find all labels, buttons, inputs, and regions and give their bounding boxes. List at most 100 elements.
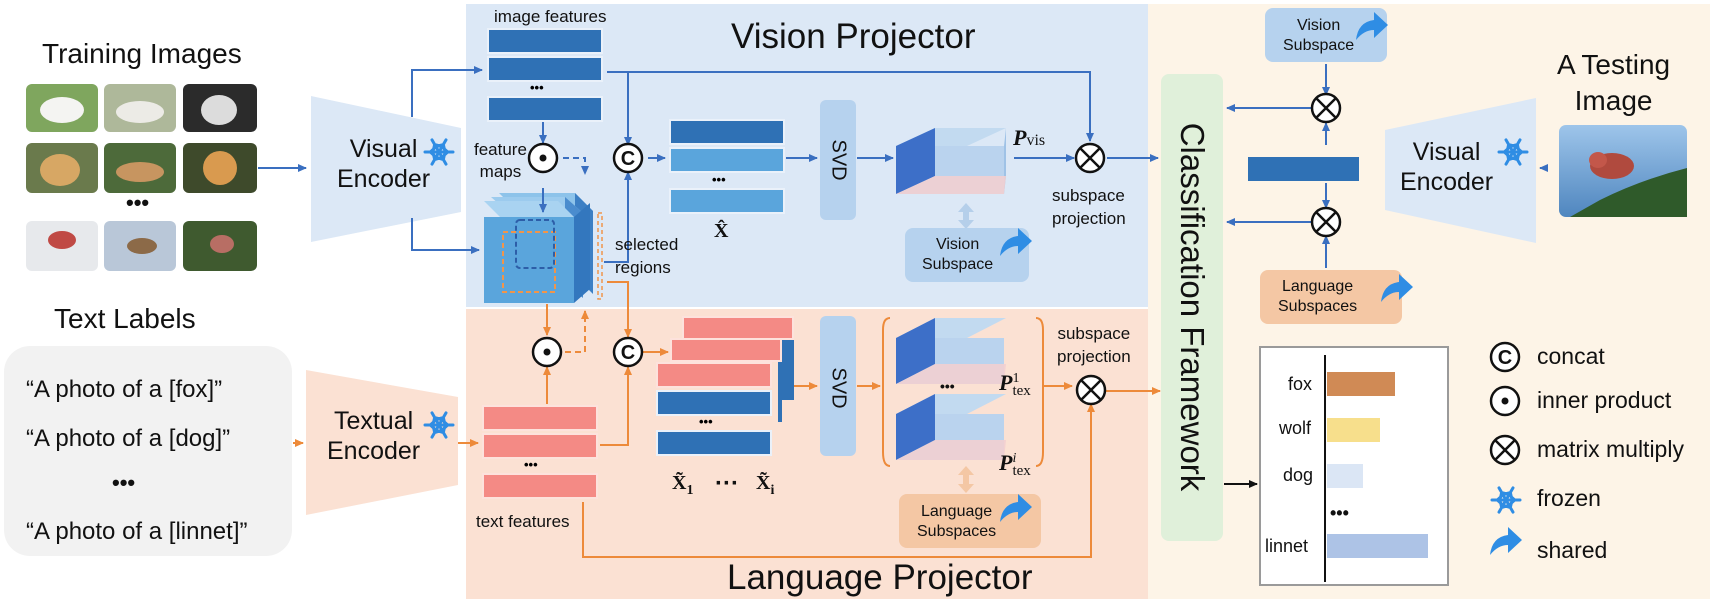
vision-subspace-projection-label: subspace projection <box>1052 186 1126 228</box>
classification-framework-bar <box>1161 74 1223 541</box>
language-subspace-link <box>958 466 974 493</box>
result-bar-linnet <box>1327 534 1428 558</box>
p-tex-1-symbol: P <box>999 370 1013 395</box>
x-hat-bar-3 <box>669 188 785 214</box>
svg-text:C: C <box>1498 347 1512 369</box>
feature-map-stack <box>484 193 603 303</box>
p-vis-subscript: vis <box>1026 132 1046 149</box>
language-bracket-left <box>882 317 891 467</box>
legend-inner-product-label: inner product <box>1537 387 1672 413</box>
language-subspace-projection-label: subspace projection <box>1057 324 1131 366</box>
image-features-label: image features <box>494 7 607 26</box>
vision-projector-title: Vision Projector <box>731 17 976 56</box>
text-feature-bar-2 <box>482 433 598 459</box>
image-feature-ellipsis: ••• <box>530 80 544 95</box>
shared-arrow-icon-language <box>1000 494 1032 522</box>
x-tilde-i-label: X̃i <box>756 472 774 499</box>
test-vision-subspace-label: Vision Subspace <box>1283 17 1355 54</box>
text-labels-panel <box>4 346 292 556</box>
text-feature-bar-1 <box>482 405 598 431</box>
x-hat-bar-1 <box>669 119 785 145</box>
x-tilde-1-subscript: 1 <box>686 483 694 498</box>
training-images-ellipsis: ••• <box>126 190 150 215</box>
svd-language-block <box>820 316 856 456</box>
legend-concat-label: concat <box>1537 343 1605 369</box>
result-label-ellipsis: ••• <box>1330 503 1349 523</box>
inner-product-icon-language <box>531 336 563 368</box>
language-subspace-cube-2 <box>896 394 1006 460</box>
selected-regions-label: selected regions <box>615 235 679 277</box>
language-subspaces-label: Language Subspaces <box>917 503 997 540</box>
shared-arrow-icon-test-vision <box>1356 12 1388 40</box>
x-tilde-1-symbol: X̃ <box>672 472 687 494</box>
visual-encoder-label: Visual Encoder <box>337 135 431 193</box>
image-feature-bar-3 <box>487 96 603 122</box>
svd-language-label: SVD <box>827 367 850 409</box>
image-feature-bar-2 <box>487 56 603 82</box>
training-images <box>26 84 257 271</box>
matrix-multiply-icon-test-language <box>1310 206 1342 238</box>
language-projector-title: Language Projector <box>727 558 1033 597</box>
language-cube-ellipsis: ••• <box>940 378 955 394</box>
result-label-dog: dog <box>1283 465 1314 485</box>
x-tilde-1-label: X̃1 <box>672 472 693 499</box>
x-tilde-i-symbol: X̃ <box>756 472 771 494</box>
textual-encoder-label: Textual Encoder <box>327 407 421 465</box>
x-tilde-dots: ··· <box>715 470 739 497</box>
snowflake-icon-textual <box>423 411 455 439</box>
snowflake-icon-visual <box>423 138 455 166</box>
x-tilde-ellipsis: ••• <box>699 414 713 429</box>
result-bars <box>1327 372 1428 558</box>
test-language-subspaces-label: Language Subspaces <box>1278 278 1358 315</box>
language-bracket-right <box>1035 317 1044 467</box>
feature-maps-label: feature maps <box>474 140 527 181</box>
matrix-multiply-icon-language <box>1075 374 1107 406</box>
matrix-multiply-icon-test-vision <box>1310 92 1342 124</box>
p-tex-1-sup: 1 <box>1012 370 1020 386</box>
legend-matrix-multiply-label: matrix multiply <box>1537 436 1684 462</box>
text-label-dog: “A photo of a [dog]” <box>26 425 231 452</box>
p-tex-1-sub: tex <box>1012 382 1031 399</box>
testing-image <box>1559 125 1687 217</box>
image-feature-bar-1 <box>487 28 603 54</box>
vision-subspace-box <box>905 228 1029 282</box>
test-feature-bar <box>1248 157 1359 181</box>
snowflake-icon-legend <box>1490 486 1522 514</box>
svg-text:C: C <box>621 148 635 170</box>
text-labels-title: Text Labels <box>54 303 196 334</box>
x-tilde-i-subscript: i <box>770 483 775 498</box>
language-subspaces-box <box>899 494 1041 548</box>
svg-text:C: C <box>621 342 635 364</box>
test-visual-encoder-shape <box>1385 98 1536 243</box>
result-label-linnet: linnet <box>1265 536 1309 556</box>
result-bar-dog <box>1327 464 1363 488</box>
test-vision-subspace-box <box>1265 8 1387 62</box>
inner-product-icon-vision <box>527 142 559 174</box>
training-images-title: Training Images <box>42 38 242 69</box>
testing-image-title: A Testing Image <box>1557 49 1671 116</box>
result-label-fox: fox <box>1288 374 1313 394</box>
shared-arrow-icon-test-language <box>1381 274 1413 302</box>
result-label-wolf: wolf <box>1279 418 1312 438</box>
concat-icon-language: C <box>612 336 644 368</box>
svd-vision-block <box>820 100 856 220</box>
text-label-linnet: “A photo of a [linnet]” <box>26 518 248 545</box>
vision-subspace-link <box>958 203 974 229</box>
legend-inner-product-icon <box>1489 385 1521 417</box>
text-label-fox: “A photo of a [fox]” <box>26 376 223 403</box>
textual-encoder-shape <box>306 370 458 515</box>
text-feature-ellipsis: ••• <box>524 457 538 472</box>
matrix-multiply-icon-vision <box>1074 142 1106 174</box>
text-feature-bar-3 <box>482 473 598 499</box>
language-subspace-cube-1 <box>896 318 1006 384</box>
p-tex-i-sub: tex <box>1012 462 1031 479</box>
p-vis-symbol: P <box>1013 125 1027 150</box>
p-tex-i-sup: i <box>1012 450 1017 466</box>
legend-shared-label: shared <box>1537 537 1608 563</box>
vision-subspace-label: Vision Subspace <box>922 236 994 273</box>
vision-subspace-cube <box>896 128 1006 194</box>
visual-encoder-shape <box>311 96 461 242</box>
